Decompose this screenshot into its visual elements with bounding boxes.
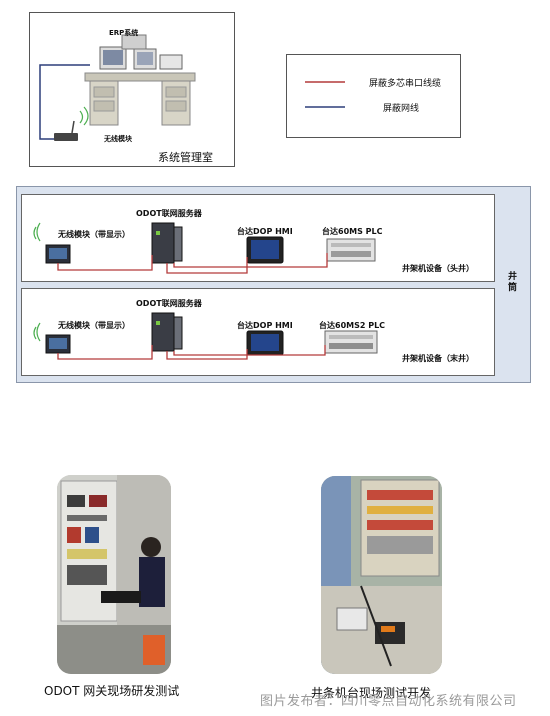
wireless-module-label: 无线模块 — [104, 135, 132, 143]
hmi-label-head: 台达DOP HMI — [237, 227, 293, 236]
station-label-tail: 井架机设备（末井） — [402, 354, 474, 363]
room-label: 系统管理室 — [158, 151, 213, 164]
shaft-panel-head: ODOT联网服务器 无线模块（带显示） 台达DOP HMI 台达60MS PLC… — [21, 194, 495, 282]
plc-label-head: 台达60MS PLC — [322, 227, 383, 236]
erp-system-label: ERP系统 — [109, 29, 139, 37]
station-label-head: 井架机设备（头井） — [402, 264, 474, 273]
system-management-room: ERP系统 无线模块 系统管理室 — [29, 12, 235, 167]
shaft-panel-tail: ODOT联网服务器 无线模块（带显示） 台达DOP HMI 台达60MS2 PL… — [21, 288, 495, 376]
legend-serial-label: 屏蔽多芯串口线缆 — [369, 79, 442, 89]
field-test-photo-left — [57, 475, 171, 674]
server-label-head: ODOT联网服务器 — [136, 209, 202, 218]
hmi-label-tail: 台达DOP HMI — [237, 321, 293, 330]
shaft-label: 井筒 — [508, 272, 518, 293]
right-photo-caption: 井条机台现场测试开发 — [311, 686, 432, 700]
server-label-tail: ODOT联网服务器 — [136, 299, 202, 308]
legend: 屏蔽多芯串口线缆 屏蔽网线 — [286, 54, 461, 138]
publisher-watermark: 图片发布者：四川零点自动化系统有限公司 — [260, 694, 517, 709]
wireless-label-tail: 无线模块（带显示） — [58, 321, 130, 330]
left-photo-caption: ODOT 网关现场研发测试 — [44, 684, 180, 698]
plc-label-tail: 台达60MS2 PLC — [319, 321, 386, 330]
erp-workstation-illustration — [39, 34, 196, 141]
wireless-label-head: 无线模块（带显示） — [58, 230, 130, 239]
field-test-photo-right — [321, 476, 442, 674]
legend-network-label: 屏蔽网线 — [383, 104, 420, 114]
